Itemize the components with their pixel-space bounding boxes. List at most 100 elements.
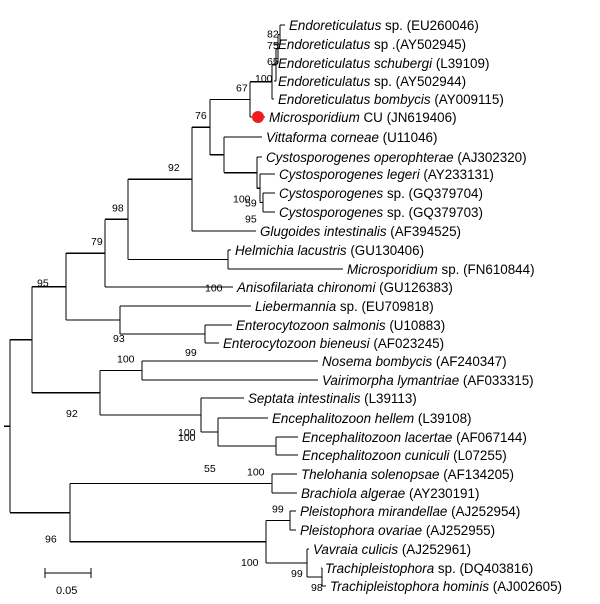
highlight-marker-layer [252,111,264,123]
taxon-label: Endoreticulatus bombycis (AY009115) [278,92,504,107]
bootstrap-value: 75 [267,40,279,52]
bootstrap-value: 100 [178,427,196,439]
taxon-label: Endoreticulatus schubergi (L39109) [278,56,489,71]
bootstrap-value: 79 [91,236,103,248]
taxon-accession: CU (JN619406) [360,110,457,125]
bootstrap-value: 95 [245,213,257,225]
scale-bar: 0.05 [44,568,92,597]
taxon-label: Glugoides intestinalis (AF394525) [260,224,461,239]
taxon-accession: (AY230191) [405,486,479,501]
bootstrap-value: 99 [185,347,197,359]
taxon-label: Cystosporogenes sp. (GQ379704) [279,186,483,201]
taxon-name: Helmichia lacustris [235,243,347,258]
taxon-name: Vavraia culicis [313,542,398,557]
taxon-name: Endoreticulatus schubergi [278,56,433,71]
taxon-label: Anisofilariata chironomi (GU126383) [236,280,453,295]
taxon-accession: sp. (AY502944) [370,74,466,89]
taxon-accession: (AF023245) [370,336,444,351]
taxon-name: Enterocytozoon bieneusi [223,336,371,351]
taxon-label: Pleistophora ovariae (AJ252955) [300,523,495,538]
taxon-label: Cystosporogenes legeri (AY233131) [279,167,494,182]
bootstrap-value: 82 [267,29,279,41]
taxon-name: Cystosporogenes [279,186,384,201]
taxon-name: Vittaforma corneae [266,130,379,145]
taxon-accession: (AJ252955) [422,523,495,538]
taxon-accession: sp. (FN610844) [438,262,535,277]
taxon-accession: sp .(AY502945) [370,37,466,52]
bootstrap-value: 100 [178,432,196,444]
taxon-accession: (L39113) [360,391,416,406]
leaf-labels: Endoreticulatus sp. (EU260046) Endoreticu… [223,18,562,594]
taxon-label: Liebermannia sp. (EU709818) [255,299,434,314]
taxon-name: Thelohania solenopsae [301,467,439,482]
bootstrap-value: 92 [66,408,78,420]
taxon-label: Cystosporogenes operophterae (AJ302320) [266,150,527,165]
taxon-accession: sp. (EU709818) [336,299,434,314]
taxon-label: Thelohania solenopsae (AF134205) [301,467,514,482]
taxon-accession: (AY009115) [431,92,504,107]
taxon-accession: (GU126383) [375,280,452,295]
taxon-label: Microsporidium CU (JN619406) [269,110,457,125]
highlight-marker-dot [252,111,264,123]
taxon-accession: sp. (DQ403816) [434,561,533,576]
taxon-accession: (L39108) [414,411,471,426]
bootstrap-value: 65 [267,56,279,68]
taxon-accession: (AJ002605) [489,579,562,594]
bootstrap-value: 99 [272,504,284,516]
bootstrap-value: 59 [245,198,257,210]
bootstrap-value: 100 [233,194,251,206]
taxon-accession: (AF394525) [387,224,461,239]
taxon-accession: (AJ252954) [447,504,520,519]
taxon-name: Anisofilariata chironomi [236,280,376,295]
taxon-name: Endoreticulatus [278,37,371,52]
taxon-name: Brachiola algerae [301,486,405,501]
bootstrap-value: 99 [291,568,303,580]
taxon-name: Vairimorpha lymantriae [322,373,459,388]
taxon-name: Cystosporogenes legeri [279,167,421,182]
taxon-label: Encephalitozoon lacertae (AF067144) [302,430,527,445]
taxon-name: Trachipleistophora hominis [330,579,489,594]
bootstrap-value: 100 [255,73,273,85]
taxon-name: Glugoides intestinalis [260,224,387,239]
taxon-name: Cystosporogenes [279,205,384,220]
taxon-label: Endoreticulatus sp. (EU260046) [289,18,479,33]
taxon-label: Brachiola algerae (AY230191) [301,486,479,501]
taxon-label: Encephalitozoon cuniculi (L07255) [302,448,507,463]
taxon-accession: sp. (GQ379703) [383,205,483,220]
bootstrap-value: 93 [113,333,125,345]
taxon-name: Microsporidium [269,110,360,125]
taxon-name: Encephalitozoon lacertae [302,430,452,445]
taxon-accession: (GU130406) [347,243,424,258]
taxon-name: Nosema bombycis [322,354,432,369]
taxon-accession: (AF240347) [432,354,506,369]
taxon-name: Endoreticulatus bombycis [278,92,431,107]
taxon-accession: (AF134205) [439,467,513,482]
tree-branches [4,24,343,587]
taxon-label: Septata intestinalis (L39113) [248,391,417,406]
bootstrap-value: 96 [45,534,57,546]
bootstrap-value: 98 [311,582,323,594]
bootstrap-value: 76 [195,110,207,122]
taxon-label: Enterocytozoon bieneusi (AF023245) [223,336,444,351]
taxon-label: Pleistophora mirandellae (AJ252954) [300,504,520,519]
taxon-label: Endoreticulatus sp .(AY502945) [278,37,466,52]
taxon-accession: (U11046) [379,130,438,145]
bootstrap-value: 100 [241,557,259,569]
taxon-label: Vittaforma corneae (U11046) [266,130,437,145]
taxon-accession: (AF033315) [459,373,533,388]
bootstrap-support-values: 8275651006759951007692100987999939510055… [37,29,323,595]
taxon-label: Trachipleistophora sp. (DQ403816) [325,561,533,576]
taxon-label: Helmichia lacustris (GU130406) [235,243,424,258]
taxon-name: Pleistophora ovariae [300,523,422,538]
taxon-name: Enterocytozoon salmonis [236,318,386,333]
taxon-name: Microsporidium [347,262,438,277]
taxon-label: Trachipleistophora hominis (AJ002605) [330,579,562,594]
bootstrap-value: 55 [204,463,216,475]
taxon-name: Trachipleistophora [325,561,434,576]
taxon-name: Septata intestinalis [248,391,361,406]
taxon-name: Liebermannia [255,299,336,314]
bootstrap-value: 92 [168,162,180,174]
taxon-label: Nosema bombycis (AF240347) [322,354,507,369]
bootstrap-value: 100 [247,467,265,479]
